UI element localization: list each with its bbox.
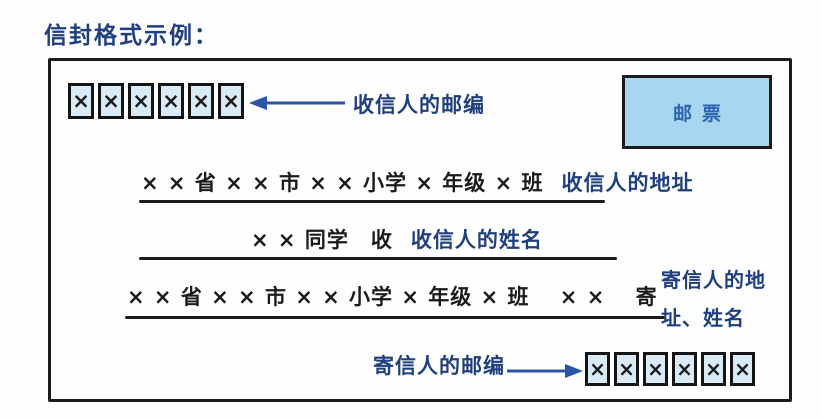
envelope-outline: × × × × × × 收信人的邮编 邮票 × × 省 × × 市 × × 小学…: [48, 58, 792, 402]
recipient-address-annotation: 收信人的地址: [561, 171, 694, 195]
right-arrow-icon: [507, 364, 583, 378]
stamp-box: 邮票: [622, 75, 772, 149]
postcode-box: ×: [643, 352, 668, 386]
recipient-address-line: × × 省 × × 市 × × 小学 × 年级 × 班收信人的地址: [141, 167, 694, 197]
postcode-box: ×: [68, 83, 94, 119]
recipient-name-underline: [139, 257, 617, 260]
sender-postcode-label: 寄信人的邮编: [373, 354, 505, 378]
postcode-box: ×: [98, 83, 124, 119]
postcode-box: ×: [730, 352, 755, 386]
sender-postcode-boxes: × × × × × ×: [585, 352, 755, 386]
recipient-address-underline: [139, 200, 605, 203]
postcode-box: ×: [188, 83, 214, 119]
recipient-name-text: × × 同学 收: [251, 228, 393, 252]
postcode-box: ×: [701, 352, 726, 386]
postcode-box: ×: [128, 83, 154, 119]
postcode-box: ×: [158, 83, 184, 119]
postcode-box: ×: [614, 352, 639, 386]
recipient-name-annotation: 收信人的姓名: [410, 228, 543, 252]
recipient-address-text: × × 省 × × 市 × × 小学 × 年级 × 班: [141, 171, 544, 195]
postcode-box: ×: [218, 83, 244, 119]
stamp-label: 邮票: [672, 102, 731, 125]
sender-annotation-line1: 寄信人的地: [661, 268, 766, 292]
page-title: 信封格式示例：: [44, 23, 219, 49]
sender-address-underline: [125, 316, 665, 319]
recipient-name-line: × × 同学 收收信人的姓名: [251, 224, 543, 254]
sender-address-text: × × 省 × × 市 × × 小学 × 年级 × 班 × × 寄: [127, 285, 658, 309]
left-arrow-icon: [249, 96, 345, 110]
postcode-box: ×: [585, 352, 610, 386]
recipient-postcode-boxes: × × × × × ×: [68, 83, 244, 119]
recipient-postcode-label: 收信人的邮编: [353, 93, 485, 117]
postcode-box: ×: [672, 352, 697, 386]
sender-address-annotation: 寄信人的地 址、姓名: [661, 261, 801, 337]
sender-annotation-line2: 址、姓名: [661, 306, 745, 330]
sender-address-line: × × 省 × × 市 × × 小学 × 年级 × 班 × × 寄: [127, 281, 658, 311]
